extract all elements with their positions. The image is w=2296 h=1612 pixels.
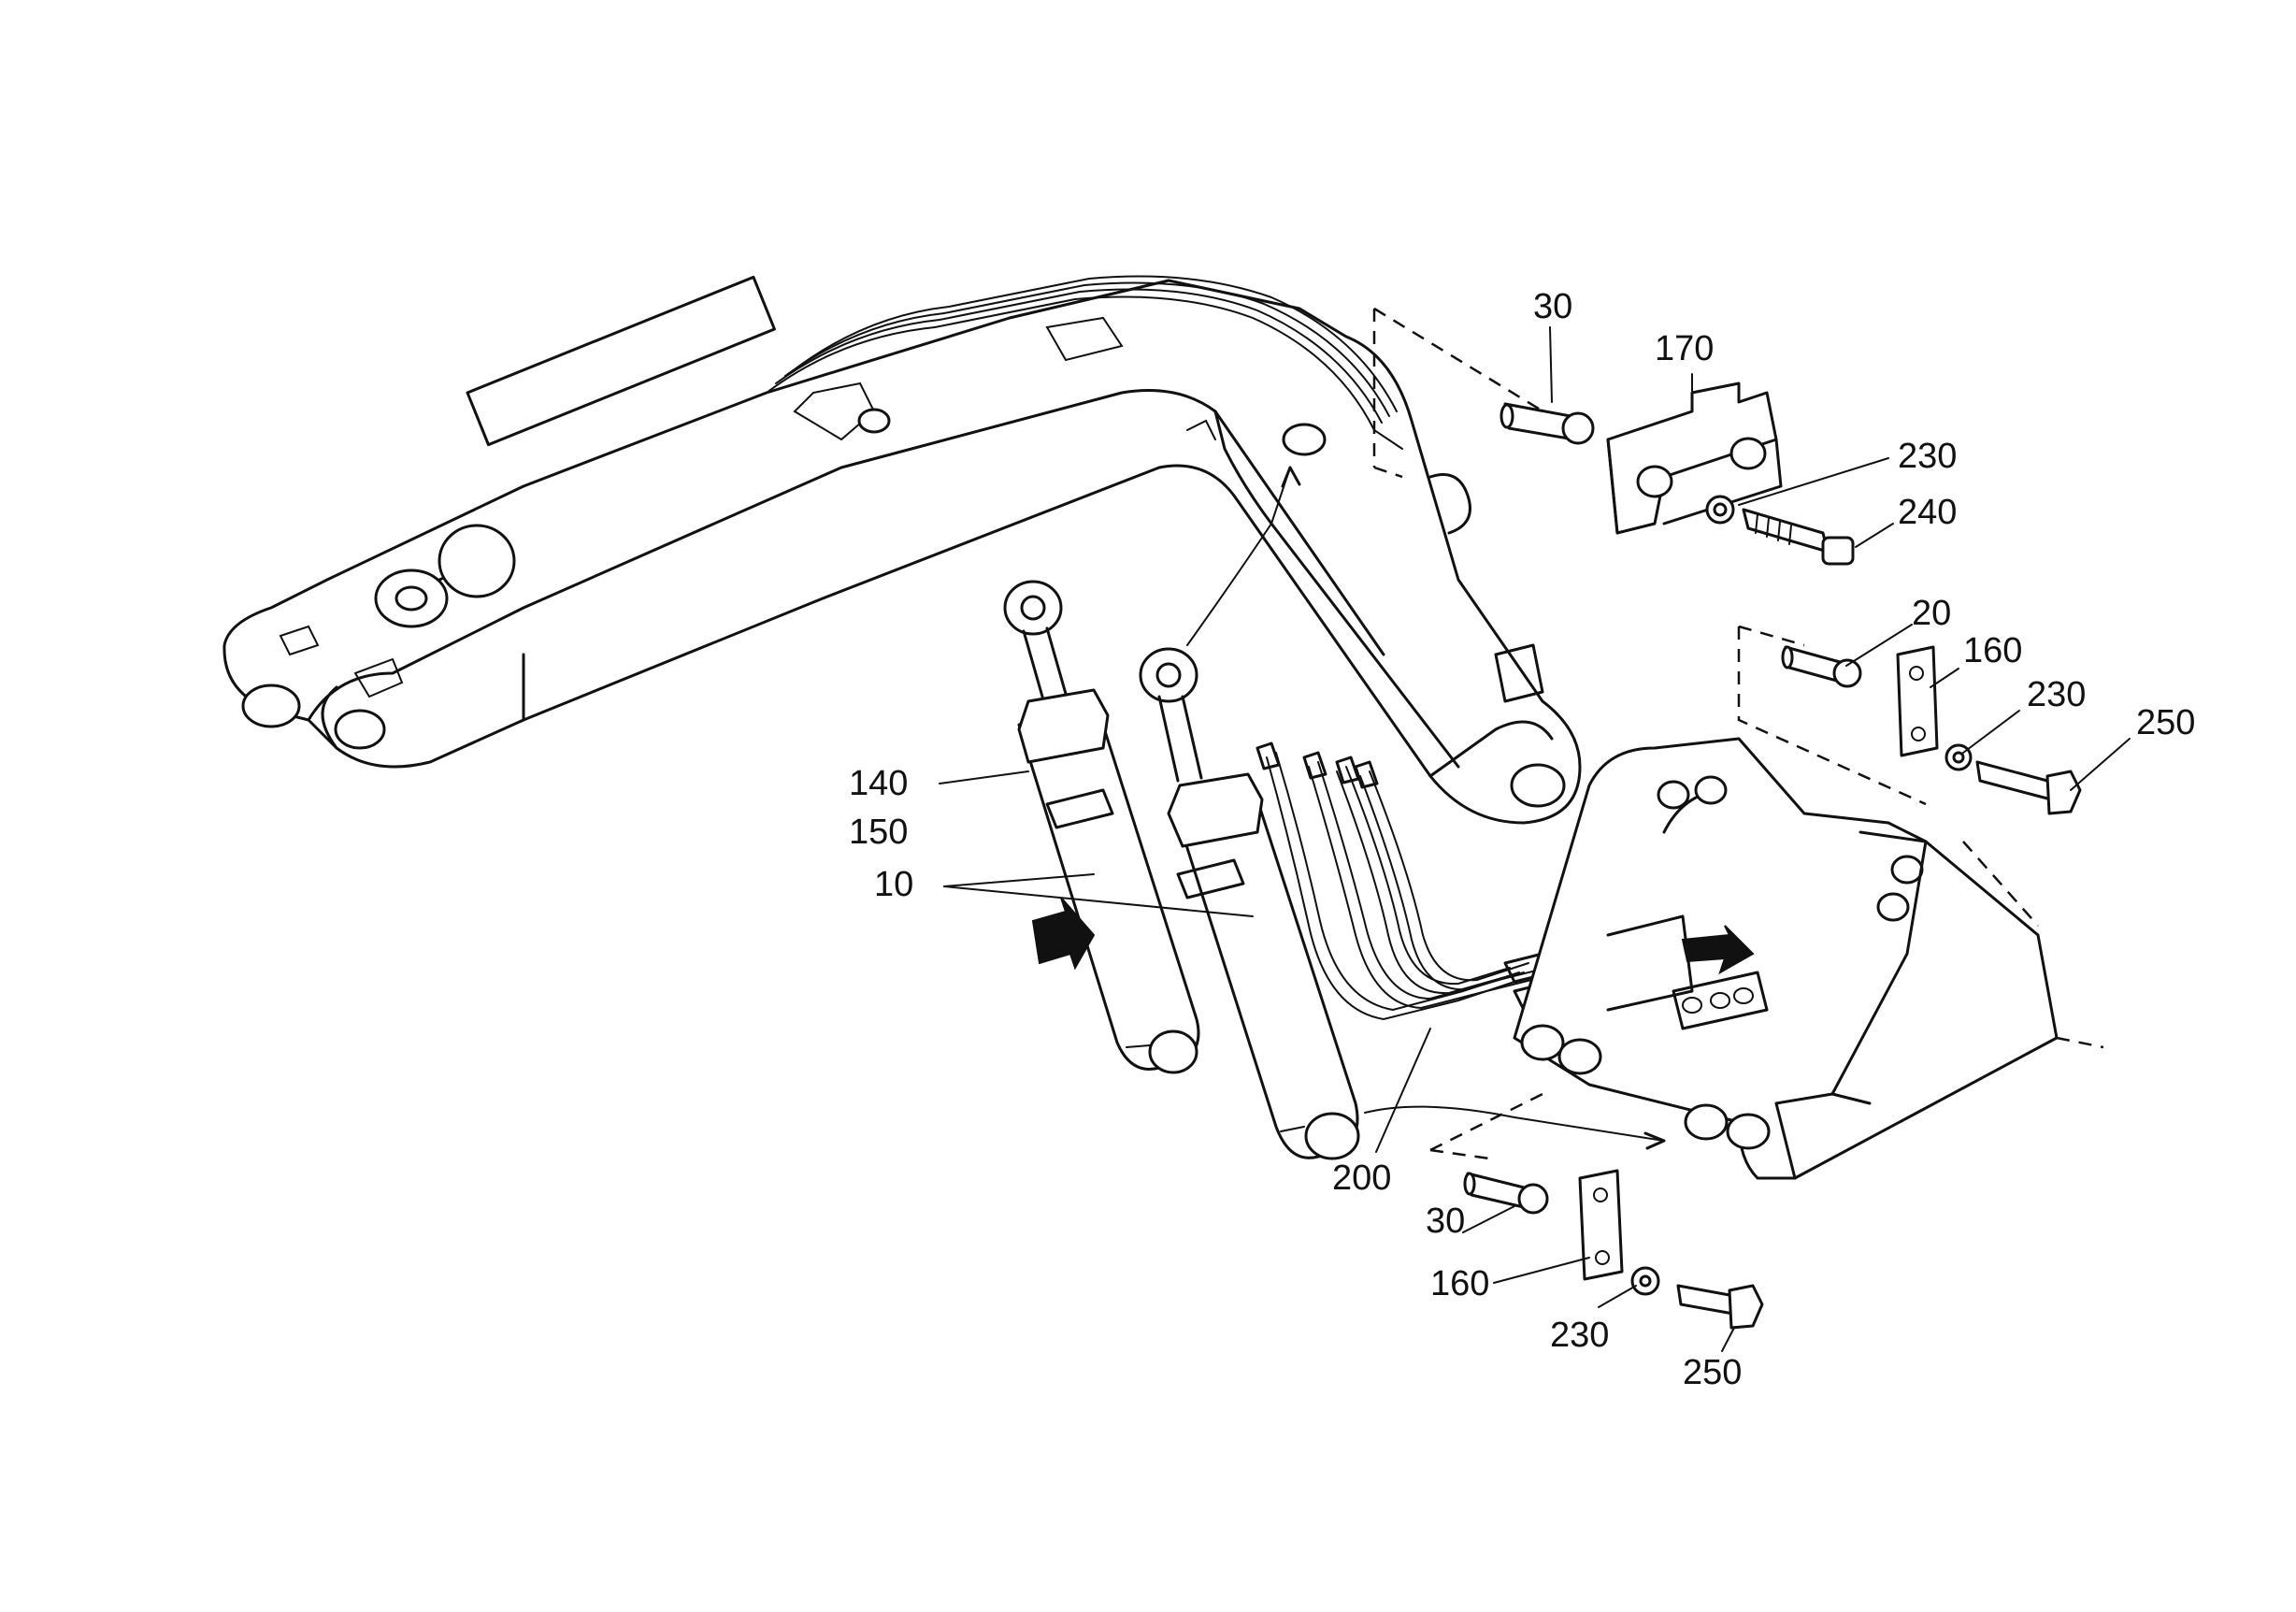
plate-160-bottom — [1578, 1169, 1624, 1281]
callout-150: 150 — [849, 813, 908, 852]
boom-foot-pin — [1510, 763, 1566, 808]
callout-250-bottom: 250 — [1683, 1353, 1742, 1392]
bucket-body — [1513, 737, 2059, 1180]
bolt-240 — [1742, 508, 1855, 566]
callout-10: 10 — [874, 865, 913, 904]
callout-160-bottom: 160 — [1430, 1264, 1489, 1303]
pin-30-top — [1500, 402, 1595, 445]
pin-20 — [1781, 645, 1862, 688]
bolt-250-right — [1975, 760, 2082, 815]
bucket-cylinder-right — [1139, 647, 1360, 1160]
callout-230-bottom: 230 — [1550, 1316, 1609, 1355]
callout-30-bottom: 30 — [1426, 1202, 1465, 1241]
arrow-cylinder — [1031, 897, 1096, 971]
pin-30-bottom — [1463, 1172, 1549, 1215]
arm-tip-pin-b — [334, 709, 386, 750]
hydraulic-hoses — [1256, 741, 1563, 1021]
callout-240: 240 — [1898, 493, 1957, 532]
callout-160-right: 160 — [1963, 631, 2022, 670]
callout-labels: 30 170 230 240 20 160 230 250 140 150 10… — [849, 287, 2195, 1392]
callout-250-right: 250 — [2136, 703, 2195, 742]
spacer-block-170 — [1606, 381, 1783, 535]
arm-tip-pin-a — [241, 684, 301, 728]
callout-200: 200 — [1332, 1159, 1391, 1198]
callout-230-top: 230 — [1898, 437, 1957, 476]
callout-170: 170 — [1655, 329, 1714, 368]
bucket — [1513, 737, 2104, 1180]
bucket-cylinder-left — [1003, 580, 1200, 1074]
boom-outline — [222, 279, 1582, 825]
bucket-link-pins — [1672, 971, 1769, 1030]
leader-lines — [939, 326, 2131, 1352]
callout-20: 20 — [1912, 594, 1951, 633]
arm-cylinder-barrel — [466, 275, 776, 447]
callout-140: 140 — [849, 764, 908, 803]
dashed-guide-bottom — [1429, 1092, 1543, 1152]
plate-160-right — [1896, 645, 1939, 757]
boom-arm — [222, 275, 1582, 825]
callout-230-right: 230 — [2027, 675, 2086, 714]
bolt-250-bottom — [1676, 1284, 1764, 1330]
pointer-curve-bucket — [1364, 1105, 1665, 1142]
boom-pivot — [1282, 423, 1327, 456]
callout-30-top: 30 — [1533, 287, 1572, 326]
arrow-bucket — [1681, 925, 1755, 975]
dashed-guide-right — [1737, 626, 1927, 806]
pointer-curve-boom — [1186, 467, 1291, 646]
